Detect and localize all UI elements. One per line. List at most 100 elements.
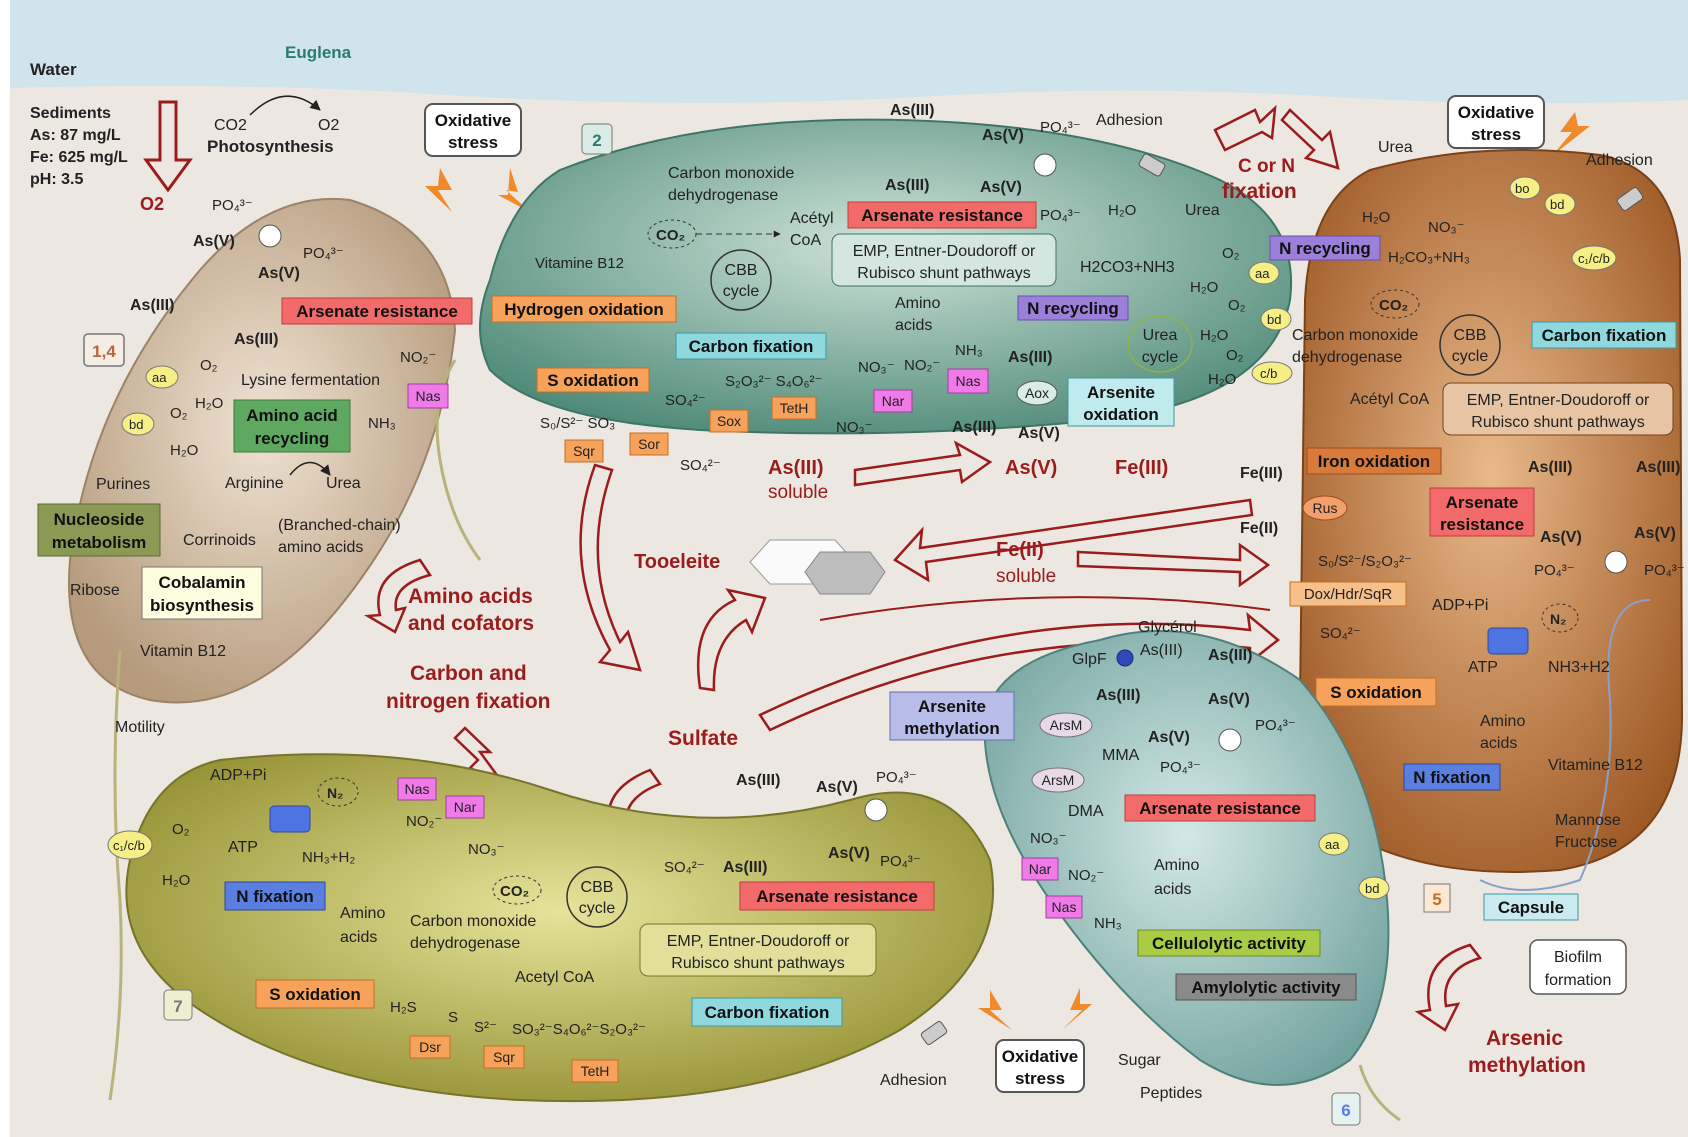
teth-enzyme xyxy=(771,396,817,420)
cell-id-box xyxy=(1423,883,1451,913)
h2o-label: H₂O xyxy=(1208,371,1236,388)
svg-text:Capsule: Capsule xyxy=(1498,898,1564,917)
svg-text:Oxidative: Oxidative xyxy=(1002,1047,1079,1066)
h2co3-label: H2CO3+NH3 xyxy=(1080,259,1175,276)
n-recycling-label: N recycling xyxy=(1017,295,1129,321)
glpf-channel-icon xyxy=(1116,649,1134,667)
svg-text:Arsenate resistance: Arsenate resistance xyxy=(756,887,918,906)
cell-id-box xyxy=(83,333,125,367)
dsr-enzyme xyxy=(409,1035,451,1059)
n2-bubble xyxy=(1541,603,1579,633)
as5-label: As(V) xyxy=(1208,691,1250,708)
nas-label: Nas xyxy=(956,373,981,389)
atp-label: ATP xyxy=(1468,659,1498,676)
as3-label: As(III) xyxy=(952,419,996,436)
nh3-label: NH₃ xyxy=(955,342,983,359)
cell-6 xyxy=(983,630,1401,1122)
sor-enzyme xyxy=(629,432,669,456)
cell-id-box xyxy=(581,123,613,155)
oxidative-stress-box-bottom: Oxidative stress xyxy=(995,1039,1085,1093)
emp-pathways-box: EMP, Entner-Doudoroff or Rubisco shunt p… xyxy=(639,923,877,977)
svg-text:Arsenite: Arsenite xyxy=(918,697,986,716)
nar-label: Nar xyxy=(882,393,905,409)
amino-cofactor-arrow-icon xyxy=(363,558,433,634)
svg-text:Iron oxidation: Iron oxidation xyxy=(1318,452,1430,471)
motility-label: Motility xyxy=(115,719,165,736)
cbb-cycle-icon xyxy=(1439,314,1501,376)
svg-text:Rubisco shunt pathways: Rubisco shunt pathways xyxy=(671,955,844,972)
svg-text:stress: stress xyxy=(1015,1069,1065,1088)
svg-text:Carbon fixation: Carbon fixation xyxy=(689,337,814,356)
svg-text:metabolism: metabolism xyxy=(52,533,146,552)
co2-label: CO₂ xyxy=(1379,297,1408,314)
svg-text:Amylolytic activity: Amylolytic activity xyxy=(1191,978,1341,997)
po4-label: PO₄³⁻ xyxy=(880,853,921,870)
h2o-label: H₂O xyxy=(1200,327,1228,344)
tooeleite-label: Tooeleite xyxy=(634,551,720,573)
svg-text:EMP, Entner-Doudoroff or: EMP, Entner-Doudoroff or xyxy=(667,933,850,950)
nitrogenase-icon xyxy=(1487,627,1529,655)
nas-label: Nas xyxy=(1052,899,1077,915)
amino-acids-label-2: acids xyxy=(895,317,932,334)
cbb-cycle-icon xyxy=(710,249,772,311)
as3-label: As(III) xyxy=(1528,459,1572,476)
rus-label: Rus xyxy=(1313,500,1338,516)
fixation-label: fixation xyxy=(1222,180,1297,203)
lightning-icon xyxy=(978,990,1012,1030)
oxidative-stress-box-right: Oxidative stress xyxy=(1447,95,1545,149)
peptides-label: Peptides xyxy=(1140,1085,1202,1102)
as5-label: As(V) xyxy=(1540,529,1582,546)
methylation-arrow-icon xyxy=(1414,943,1483,1032)
as5-label: As(V) xyxy=(828,845,870,862)
no2-label: NO₂⁻ xyxy=(406,813,442,830)
lysine-label: Lysine fermentation xyxy=(241,372,380,389)
nas-enzyme xyxy=(407,383,449,409)
o2-label: O2 xyxy=(140,194,164,214)
sulfate-arrow-icon xyxy=(579,463,642,672)
no2-label: NO₂⁻ xyxy=(1068,867,1104,884)
arsenite-methylation-label: Arsenite methylation xyxy=(889,691,1015,741)
fructose-label: Fructose xyxy=(1555,834,1617,851)
aa-oxidase-icon xyxy=(145,365,179,389)
bd-oxidase-icon xyxy=(1260,307,1292,331)
po4-label: PO₄³⁻ xyxy=(1644,562,1685,579)
co2-label: CO₂ xyxy=(656,227,685,244)
aa-label: aa xyxy=(1325,837,1340,852)
svg-text:Rubisco shunt pathways: Rubisco shunt pathways xyxy=(857,265,1030,282)
cell-id-6: 6 xyxy=(1341,1101,1350,1120)
svg-text:Cellulolytic activity: Cellulolytic activity xyxy=(1152,934,1307,953)
sqr-enzyme xyxy=(564,439,604,463)
adhesin-icon xyxy=(920,1021,948,1045)
cobalamin-biosynthesis-label: Cobalamin biosynthesis xyxy=(141,566,263,620)
svg-text:N fixation: N fixation xyxy=(1413,768,1490,787)
no3-label: NO₃⁻ xyxy=(858,359,895,376)
vitamine-b12-label: Vitamine B12 xyxy=(535,255,624,272)
c-or-n-label: C or N xyxy=(1238,156,1295,177)
po4-label: PO₄³⁻ xyxy=(1534,562,1575,579)
cell-id-box xyxy=(163,989,193,1021)
as3-label: As(III) xyxy=(890,102,934,119)
as5-label: As(V) xyxy=(193,233,235,250)
svg-text:Arsenate: Arsenate xyxy=(1446,493,1519,512)
as3-soluble-label-2: soluble xyxy=(768,482,828,503)
svg-text:Oxidative: Oxidative xyxy=(435,111,512,130)
sulfate-flow-line xyxy=(819,596,1271,621)
arsenic-methylation-label-2: methylation xyxy=(1468,1054,1586,1077)
carbon-nitrogen-label-2: nitrogen fixation xyxy=(386,690,551,713)
amino-acids-label: Amino xyxy=(1480,713,1525,730)
bo-oxidase-icon xyxy=(1509,176,1541,200)
urea-cycle-icon xyxy=(1127,315,1193,373)
sulfate-up-arrow-icon xyxy=(696,588,767,692)
cellulolytic-activity-label: Cellulolytic activity xyxy=(1137,929,1321,957)
adhesin-icon xyxy=(1616,187,1644,211)
arginine-label: Arginine xyxy=(225,475,284,492)
bd-oxidase-icon xyxy=(1544,192,1576,216)
nh3-label: NH₃ xyxy=(368,415,396,432)
amino-acid-recycling-label: Amino acid recycling xyxy=(233,399,351,453)
po4-label: PO₄³⁻ xyxy=(1040,119,1081,136)
amino-cofators-label-2: and cofators xyxy=(408,612,534,635)
fe-oxidation-arrow-icon xyxy=(1076,542,1271,588)
oxidative-stress-box-top: Oxidative stress xyxy=(424,103,522,157)
as3-label: As(III) xyxy=(1140,642,1183,659)
water-label: Water xyxy=(30,60,77,79)
